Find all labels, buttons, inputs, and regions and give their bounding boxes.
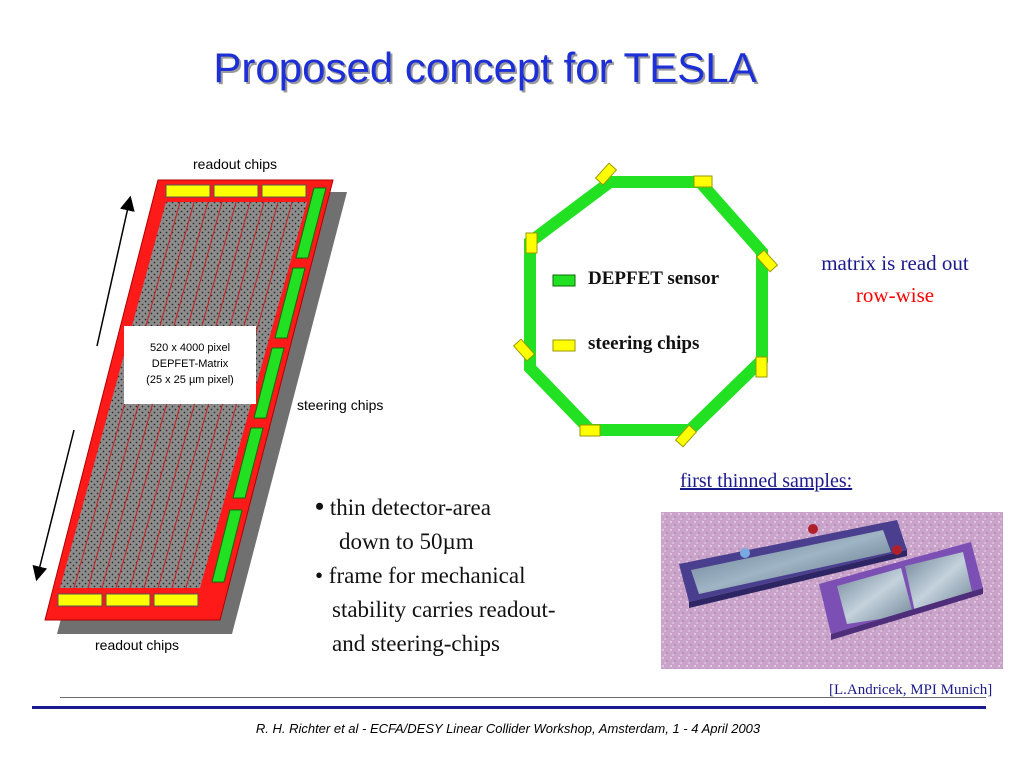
octagon-diagram	[512, 162, 779, 448]
thinned-samples-photo	[661, 512, 1003, 669]
down-arrow	[32, 429, 75, 582]
bullet-2-line3: and steering-chips	[332, 631, 500, 656]
octagon-sensor-ring	[524, 176, 768, 436]
bullet-1-dot: •	[315, 492, 325, 521]
matrix-type: DEPFET-Matrix	[151, 358, 229, 370]
sample-2	[819, 542, 983, 640]
matrix-size: 520 x 4000 pixel	[149, 342, 231, 354]
readout-chips-top-label: readout chips	[193, 156, 278, 172]
bullet-1: • thin detector-area	[315, 490, 556, 525]
readout-note-line1: matrix is read out	[821, 251, 969, 275]
legend-steering-label: steering chips	[588, 333, 700, 354]
bullet-1-line2: down to 50µm	[339, 529, 474, 554]
legend-swatch-chips	[552, 339, 576, 352]
readout-chips-bottom	[57, 593, 199, 607]
steering-chips-strip	[211, 187, 327, 583]
bullet-2-line1: • frame for mechanical	[315, 563, 526, 588]
legend-swatch-sensor	[552, 274, 576, 287]
bullet-1-line1: thin detector-area	[329, 495, 491, 520]
readout-note-line2: row-wise	[855, 283, 935, 307]
slide-title: Proposed concept for TESLA	[213, 44, 757, 91]
sample-1	[679, 520, 907, 608]
readout-note: matrix is read out row-wise	[770, 247, 1020, 311]
readout-chips-top	[165, 184, 307, 198]
samples-title: first thinned samples:	[680, 470, 853, 492]
bullet-2-line2: stability carries readout-	[332, 597, 556, 622]
photo-credit: [L.Andricek, MPI Munich]	[829, 682, 993, 698]
matrix-info-box: 520 x 4000 pixel DEPFET-Matrix (25 x 25 …	[124, 326, 256, 404]
footer-citation: R. H. Richter et al - ECFA/DESY Linear C…	[255, 721, 761, 736]
steering-chips-label: steering chips	[297, 397, 384, 413]
matrix-pixel-size: (25 x 25 µm pixel)	[146, 374, 234, 386]
up-arrow	[96, 195, 135, 347]
footer-rule-thick	[32, 706, 986, 709]
bullet-list: • thin detector-area down to 50µm • fram…	[315, 490, 556, 661]
readout-chips-bottom-label: readout chips	[95, 637, 180, 653]
octagon-steering-chips	[512, 162, 779, 448]
footer-rule-thin	[60, 697, 986, 698]
legend-depfet-label: DEPFET sensor	[588, 268, 720, 289]
